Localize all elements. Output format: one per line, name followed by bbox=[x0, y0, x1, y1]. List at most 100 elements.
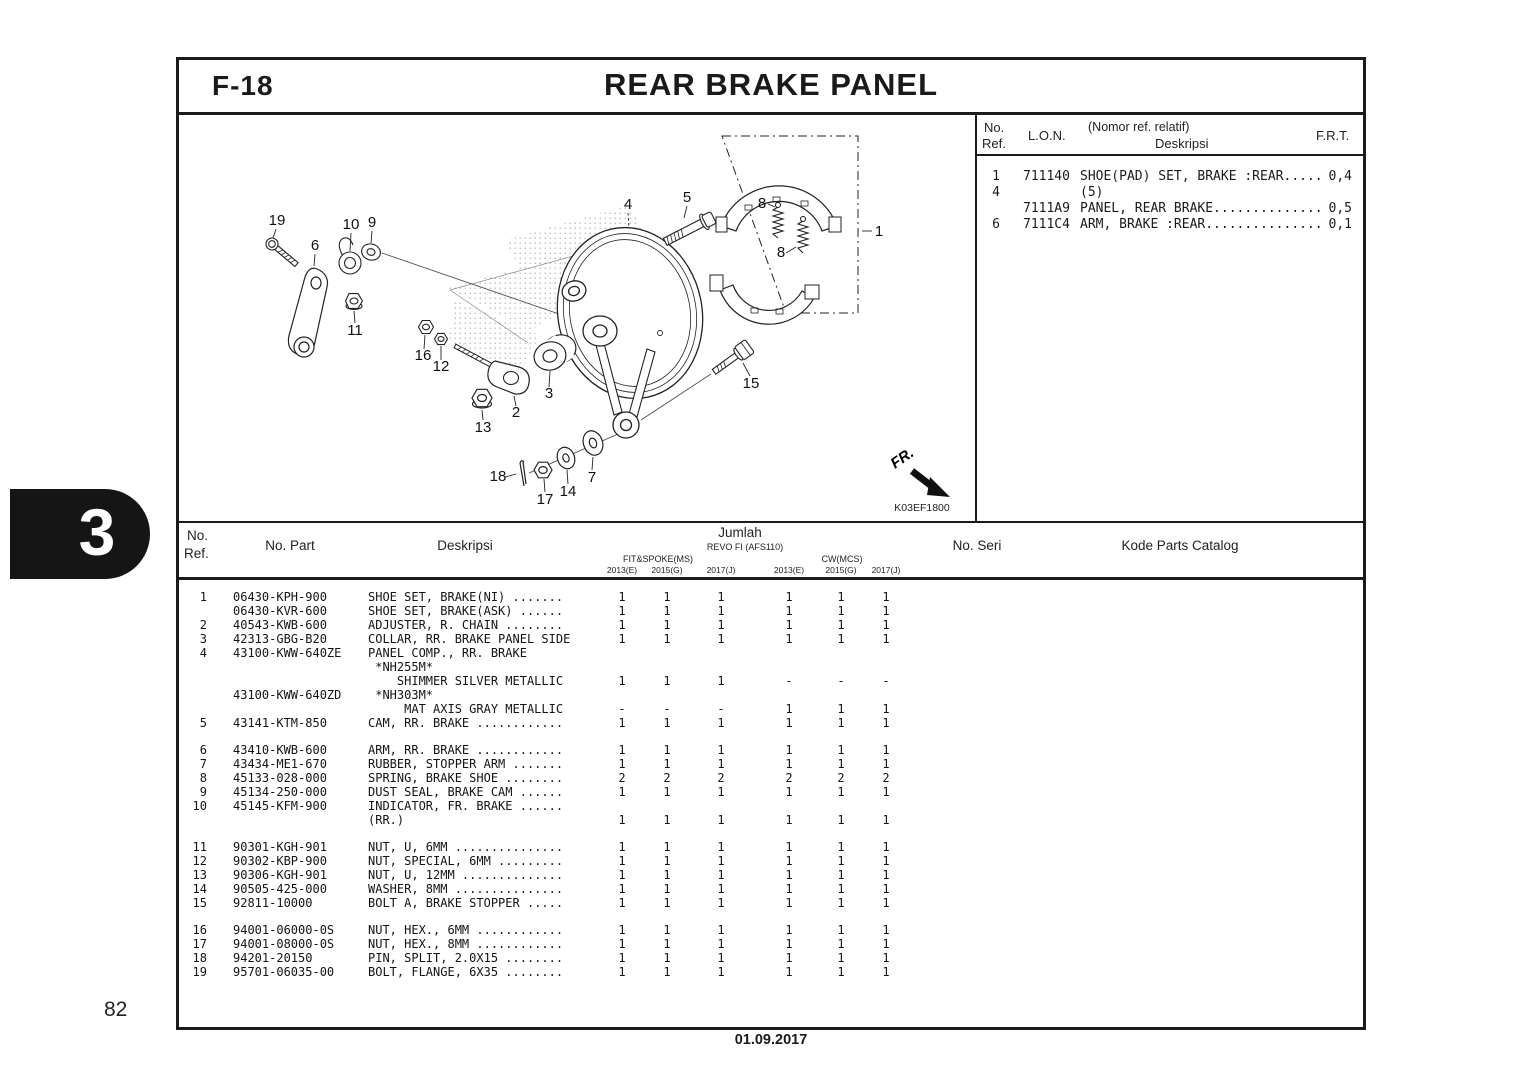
qty-cw-2015: - bbox=[837, 674, 845, 688]
part-description: *NH303M* bbox=[368, 688, 434, 702]
part-description: BOLT, FLANGE, 6X35 ........ bbox=[368, 965, 564, 979]
parts-table-row: 43100-KWW-640ZD *NH303M* bbox=[179, 688, 1361, 702]
frt-value: 0,1 bbox=[1328, 217, 1352, 232]
qty-cw-2013: 1 bbox=[785, 618, 793, 632]
leader-lines bbox=[272, 203, 872, 493]
part-drum-panel bbox=[556, 226, 704, 439]
part-collar-3 bbox=[533, 334, 577, 371]
parts-table-row: 16 94001-06000-0S NUT, HEX., 6MM .......… bbox=[179, 923, 1361, 937]
qty-fitspoke-2017: 1 bbox=[717, 854, 725, 868]
qty-fitspoke-2015: 1 bbox=[663, 965, 671, 979]
qty-cw-2013: - bbox=[785, 674, 793, 688]
qty-fitspoke-2013: 1 bbox=[618, 923, 626, 937]
qty-fitspoke-2013: 1 bbox=[618, 896, 626, 910]
qty-fitspoke-2013: 1 bbox=[618, 951, 626, 965]
diagram-panel-divider bbox=[975, 115, 977, 521]
qty-cw-2017: 1 bbox=[882, 923, 890, 937]
qty-cw-2017: 1 bbox=[882, 716, 890, 730]
qty-fitspoke-2017: 1 bbox=[717, 923, 725, 937]
part-ref: 4 bbox=[199, 646, 207, 660]
exploded-diagram: 19 10 9 6 11 16 12 2 13 3 4 5 8 8 1 15 7… bbox=[265, 135, 950, 514]
qty-cw-2015: 1 bbox=[837, 618, 845, 632]
qty-fitspoke-2015: 1 bbox=[663, 674, 671, 688]
qty-cw-2015: 1 bbox=[837, 840, 845, 854]
qty-fitspoke-2015: 1 bbox=[663, 604, 671, 618]
label-8a: 8 bbox=[758, 195, 766, 212]
col-header-year-1: 2015(G) bbox=[651, 565, 683, 575]
qty-fitspoke-2013: 1 bbox=[618, 590, 626, 604]
ref-table-row: 1 711140 SHOE(PAD) SET, BRAKE :REAR.....… bbox=[976, 169, 1364, 185]
part-description: SHOE SET, BRAKE(ASK) ...... bbox=[368, 604, 564, 618]
footer-date: 01.09.2017 bbox=[734, 1032, 808, 1048]
qty-cw-2015: 1 bbox=[837, 937, 845, 951]
parts-table-row: 11 90301-KGH-901 NUT, U, 6MM ...........… bbox=[179, 840, 1361, 854]
ref-table-header-lon: L.O.N. bbox=[1028, 128, 1066, 143]
qty-cw-2017: 2 bbox=[882, 771, 890, 785]
qty-fitspoke-2013: - bbox=[618, 702, 626, 716]
qty-fitspoke-2017: 1 bbox=[717, 590, 725, 604]
parts-table-row: SHIMMER SILVER METALLIC 1 1 1 - - - bbox=[179, 674, 1361, 688]
qty-fitspoke-2017: 1 bbox=[717, 743, 725, 757]
parts-table-row: 1 06430-KPH-900 SHOE SET, BRAKE(NI) ....… bbox=[179, 590, 1361, 604]
part-ref: 12 bbox=[192, 854, 207, 868]
part-number: 90301-KGH-901 bbox=[233, 840, 327, 854]
qty-fitspoke-2013: 2 bbox=[618, 771, 626, 785]
label-19: 19 bbox=[269, 212, 286, 229]
qty-cw-2013: 1 bbox=[785, 923, 793, 937]
label-18: 18 bbox=[490, 468, 507, 485]
col-header-model: REVO FI (AFS110) bbox=[706, 542, 784, 552]
qty-fitspoke-2015: 1 bbox=[663, 840, 671, 854]
qty-fitspoke-2017: 1 bbox=[717, 674, 725, 688]
qty-fitspoke-2013: 1 bbox=[618, 604, 626, 618]
fr-label: FR. bbox=[888, 444, 918, 472]
part-ref: 11 bbox=[192, 840, 207, 854]
ref-desc: (5) bbox=[1080, 185, 1104, 200]
parts-table-row: 14 90505-425-000 WASHER, 8MM ...........… bbox=[179, 882, 1361, 896]
part-ref: 16 bbox=[192, 923, 207, 937]
parts-table-row: 5 43141-KTM-850 CAM, RR. BRAKE .........… bbox=[179, 716, 1361, 730]
qty-fitspoke-2015: 1 bbox=[663, 757, 671, 771]
qty-fitspoke-2013: 1 bbox=[618, 937, 626, 951]
qty-fitspoke-2017: 1 bbox=[717, 868, 725, 882]
label-1: 1 bbox=[875, 223, 883, 240]
part-plate-10 bbox=[338, 237, 362, 275]
qty-fitspoke-2017: 1 bbox=[717, 604, 725, 618]
qty-fitspoke-2013: 1 bbox=[618, 618, 626, 632]
parts-table-row: *NH255M* bbox=[179, 660, 1361, 674]
qty-cw-2013: 1 bbox=[785, 702, 793, 716]
label-2: 2 bbox=[512, 404, 520, 421]
parts-table-row: 9 45134-250-000 DUST SEAL, BRAKE CAM ...… bbox=[179, 785, 1361, 799]
part-description: WASHER, 8MM ............... bbox=[368, 882, 564, 896]
col-header-jumlah: Jumlah bbox=[718, 525, 762, 540]
part-number: 43100-KWW-640ZD bbox=[233, 688, 342, 702]
page-number: 82 bbox=[104, 998, 128, 1021]
col-header-no-seri: No. Seri bbox=[952, 538, 1002, 553]
qty-fitspoke-2013: 1 bbox=[618, 965, 626, 979]
qty-cw-2015: 1 bbox=[837, 702, 845, 716]
qty-cw-2013: 1 bbox=[785, 854, 793, 868]
qty-fitspoke-2015: 1 bbox=[663, 854, 671, 868]
lon-code: 711140 bbox=[1023, 169, 1070, 184]
frt-value: 0,5 bbox=[1328, 201, 1352, 216]
part-ref: 9 bbox=[199, 785, 207, 799]
part-washer-14 bbox=[556, 446, 576, 470]
ref-desc: SHOE(PAD) SET, BRAKE :REAR..... bbox=[1080, 169, 1331, 184]
part-ref: 17 bbox=[192, 937, 207, 951]
part-description: NUT, SPECIAL, 6MM ......... bbox=[368, 854, 564, 868]
label-5: 5 bbox=[683, 189, 691, 206]
page-title: REAR BRAKE PANEL bbox=[603, 67, 939, 102]
col-header-year-2: 2017(J) bbox=[706, 565, 736, 575]
table-top-line bbox=[176, 521, 1366, 523]
qty-fitspoke-2017: - bbox=[717, 702, 725, 716]
col-header-kode: Kode Parts Catalog bbox=[1121, 538, 1239, 553]
qty-cw-2017: 1 bbox=[882, 951, 890, 965]
part-description: RUBBER, STOPPER ARM ....... bbox=[368, 757, 564, 771]
header-divider bbox=[176, 112, 1366, 115]
qty-cw-2017: 1 bbox=[882, 937, 890, 951]
qty-cw-2013: 1 bbox=[785, 632, 793, 646]
qty-cw-2013: 1 bbox=[785, 590, 793, 604]
fr-direction-marker: FR. bbox=[888, 444, 950, 497]
part-description: DUST SEAL, BRAKE CAM ...... bbox=[368, 785, 564, 799]
label-8b: 8 bbox=[777, 244, 785, 261]
qty-cw-2015: 1 bbox=[837, 604, 845, 618]
